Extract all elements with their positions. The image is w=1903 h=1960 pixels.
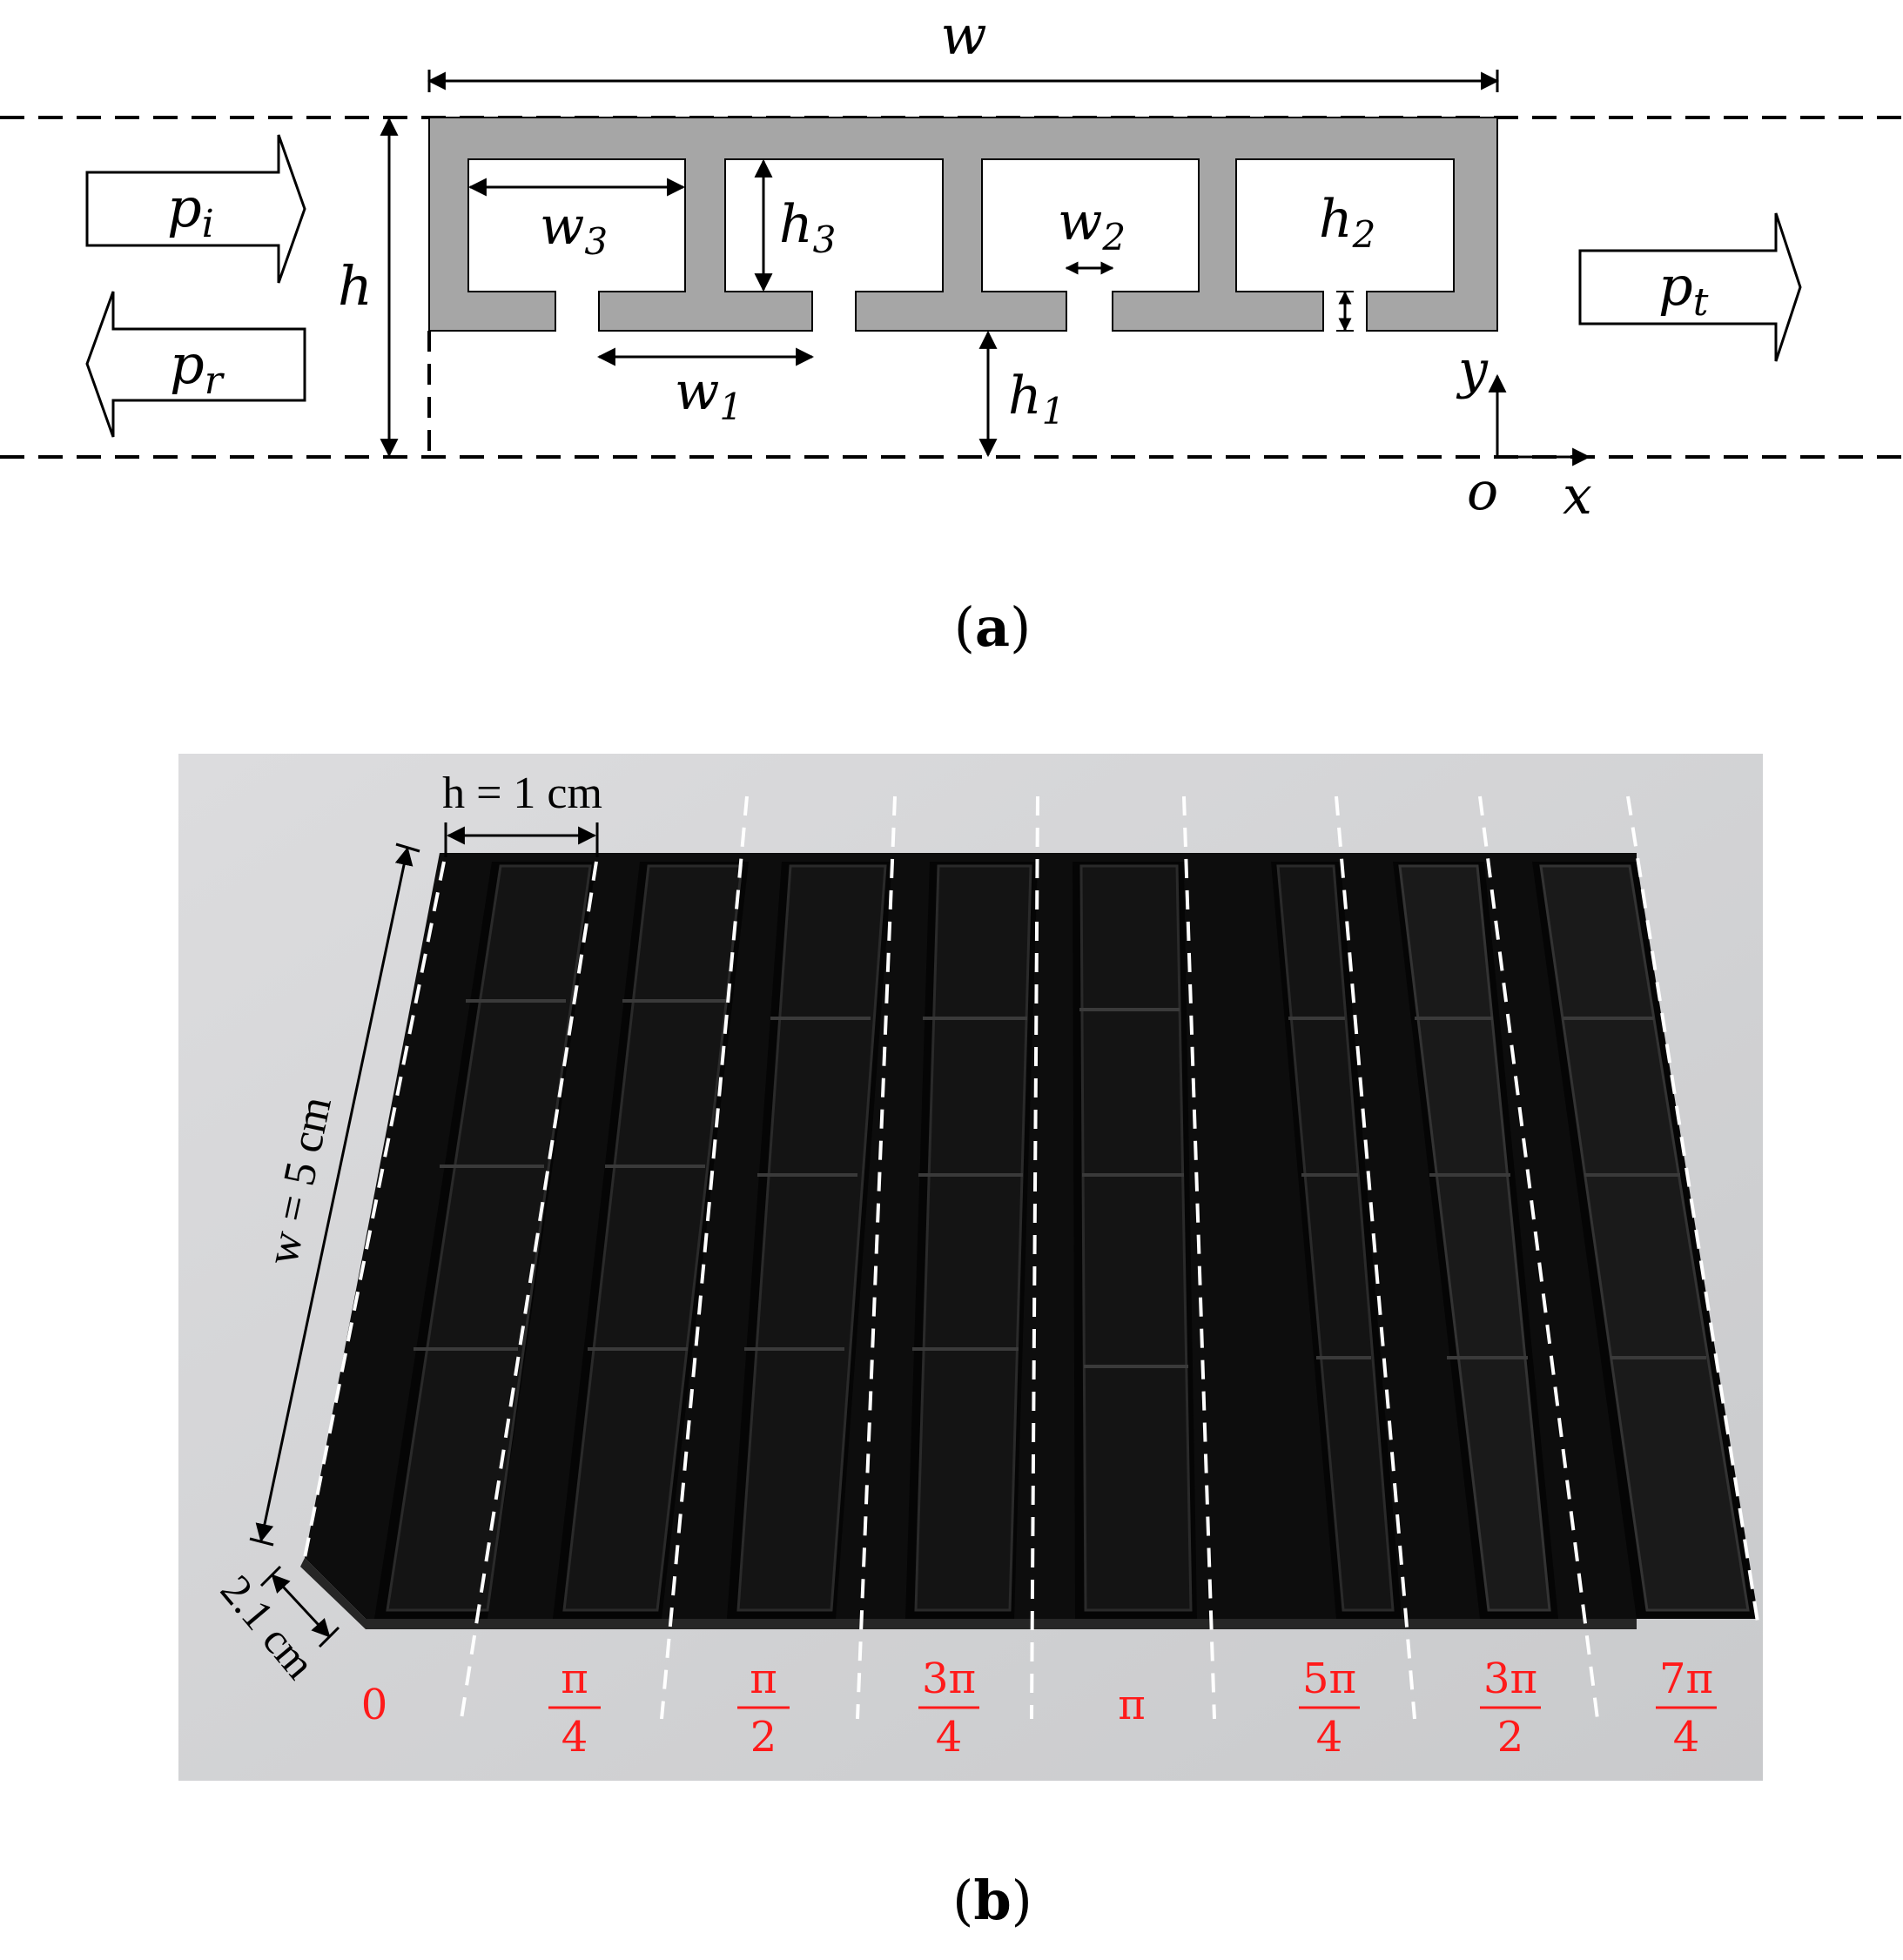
dim-tick-w-photo-bottom (249, 1537, 274, 1547)
phase-label-5pi-4: 5π 4 (1299, 1655, 1360, 1762)
caption-a: (a) (954, 595, 1032, 659)
panel-a-schematic: w h w3 h3 w2 h2 w1 h1 y o x pi p (0, 3, 1903, 659)
sample-base-edge (300, 1558, 1637, 1629)
phase-label-7pi-4-num: 7π (1659, 1655, 1713, 1703)
label-pi: pi (167, 176, 214, 246)
phase-label-pi-2: π 2 (737, 1655, 790, 1762)
chamber-partitions (414, 999, 1706, 1368)
phase-label-pi-4-num: π (561, 1655, 588, 1703)
label-w1: w1 (675, 361, 743, 428)
dim-line-depth-photo (271, 1574, 331, 1638)
dim-tick-depth-top (259, 1565, 282, 1587)
dim-line-w-photo (255, 846, 414, 1543)
label-h: h (338, 254, 373, 318)
caption-b: (b) (952, 1869, 1032, 1932)
panel-b-photo: h = 1 cm w = 5 cm 2.1 cm 0 π 4 π 2 3π (178, 754, 1763, 1932)
phase-label-3pi-4-den: 4 (936, 1713, 963, 1762)
label-pt: pt (1658, 254, 1709, 325)
dim-tick-depth-bottom (318, 1626, 340, 1648)
incident-wave-arrow (85, 134, 306, 284)
unit-cell-structure (428, 117, 1498, 332)
phase-label-3pi-2-den: 2 (1497, 1713, 1524, 1762)
dim-tick-w-photo-top (395, 842, 420, 853)
label-w: w (940, 3, 986, 67)
label-w3: w3 (540, 196, 608, 263)
unit-3pi-2 (1393, 862, 1558, 1619)
unit-pi-4 (553, 862, 749, 1619)
label-w2: w2 (1058, 191, 1126, 258)
reflected-wave-arrow (85, 291, 306, 438)
phase-label-pi-4: π 4 (548, 1655, 601, 1762)
unit-pi-2 (727, 862, 892, 1619)
phase-label-3pi-2-num: 3π (1483, 1655, 1537, 1703)
phase-label-7pi-4: 7π 4 (1656, 1655, 1717, 1762)
transmitted-wave-arrow (1578, 212, 1802, 362)
label-pr: pr (170, 332, 225, 403)
phase-label-3pi-2: 3π 2 (1480, 1655, 1541, 1762)
label-x: x (1563, 466, 1592, 527)
label-y: y (1456, 339, 1489, 400)
phase-label-5pi-4-num: 5π (1302, 1655, 1356, 1703)
unit-7pi-4 (1532, 862, 1758, 1619)
phase-label-5pi-4-den: 4 (1316, 1713, 1343, 1762)
unit-3pi-4 (905, 862, 1038, 1619)
unit-pi (1073, 862, 1197, 1619)
phase-label-0: 0 (361, 1681, 388, 1729)
metasurface-units (374, 862, 1758, 1619)
phase-label-3pi-4: 3π 4 (918, 1655, 979, 1762)
label-h-1cm: h = 1 cm (442, 769, 602, 818)
phase-label-pi: π (1118, 1681, 1146, 1729)
unit-5pi-4 (1271, 862, 1402, 1619)
label-h1: h1 (1008, 366, 1065, 433)
phase-label-pi-2-den: 2 (750, 1713, 777, 1762)
phase-labels: 0 π 4 π 2 3π 4 π 5π 4 (361, 1655, 1717, 1762)
label-o: o (1467, 461, 1498, 522)
label-h3: h3 (779, 194, 836, 261)
phase-label-pi-2-num: π (750, 1655, 777, 1703)
unit-0 (374, 862, 596, 1619)
phase-label-pi-4-den: 4 (561, 1713, 588, 1762)
label-h2: h2 (1319, 189, 1375, 256)
phase-label-3pi-4-num: 3π (922, 1655, 976, 1703)
phase-label-7pi-4-den: 4 (1673, 1713, 1700, 1762)
